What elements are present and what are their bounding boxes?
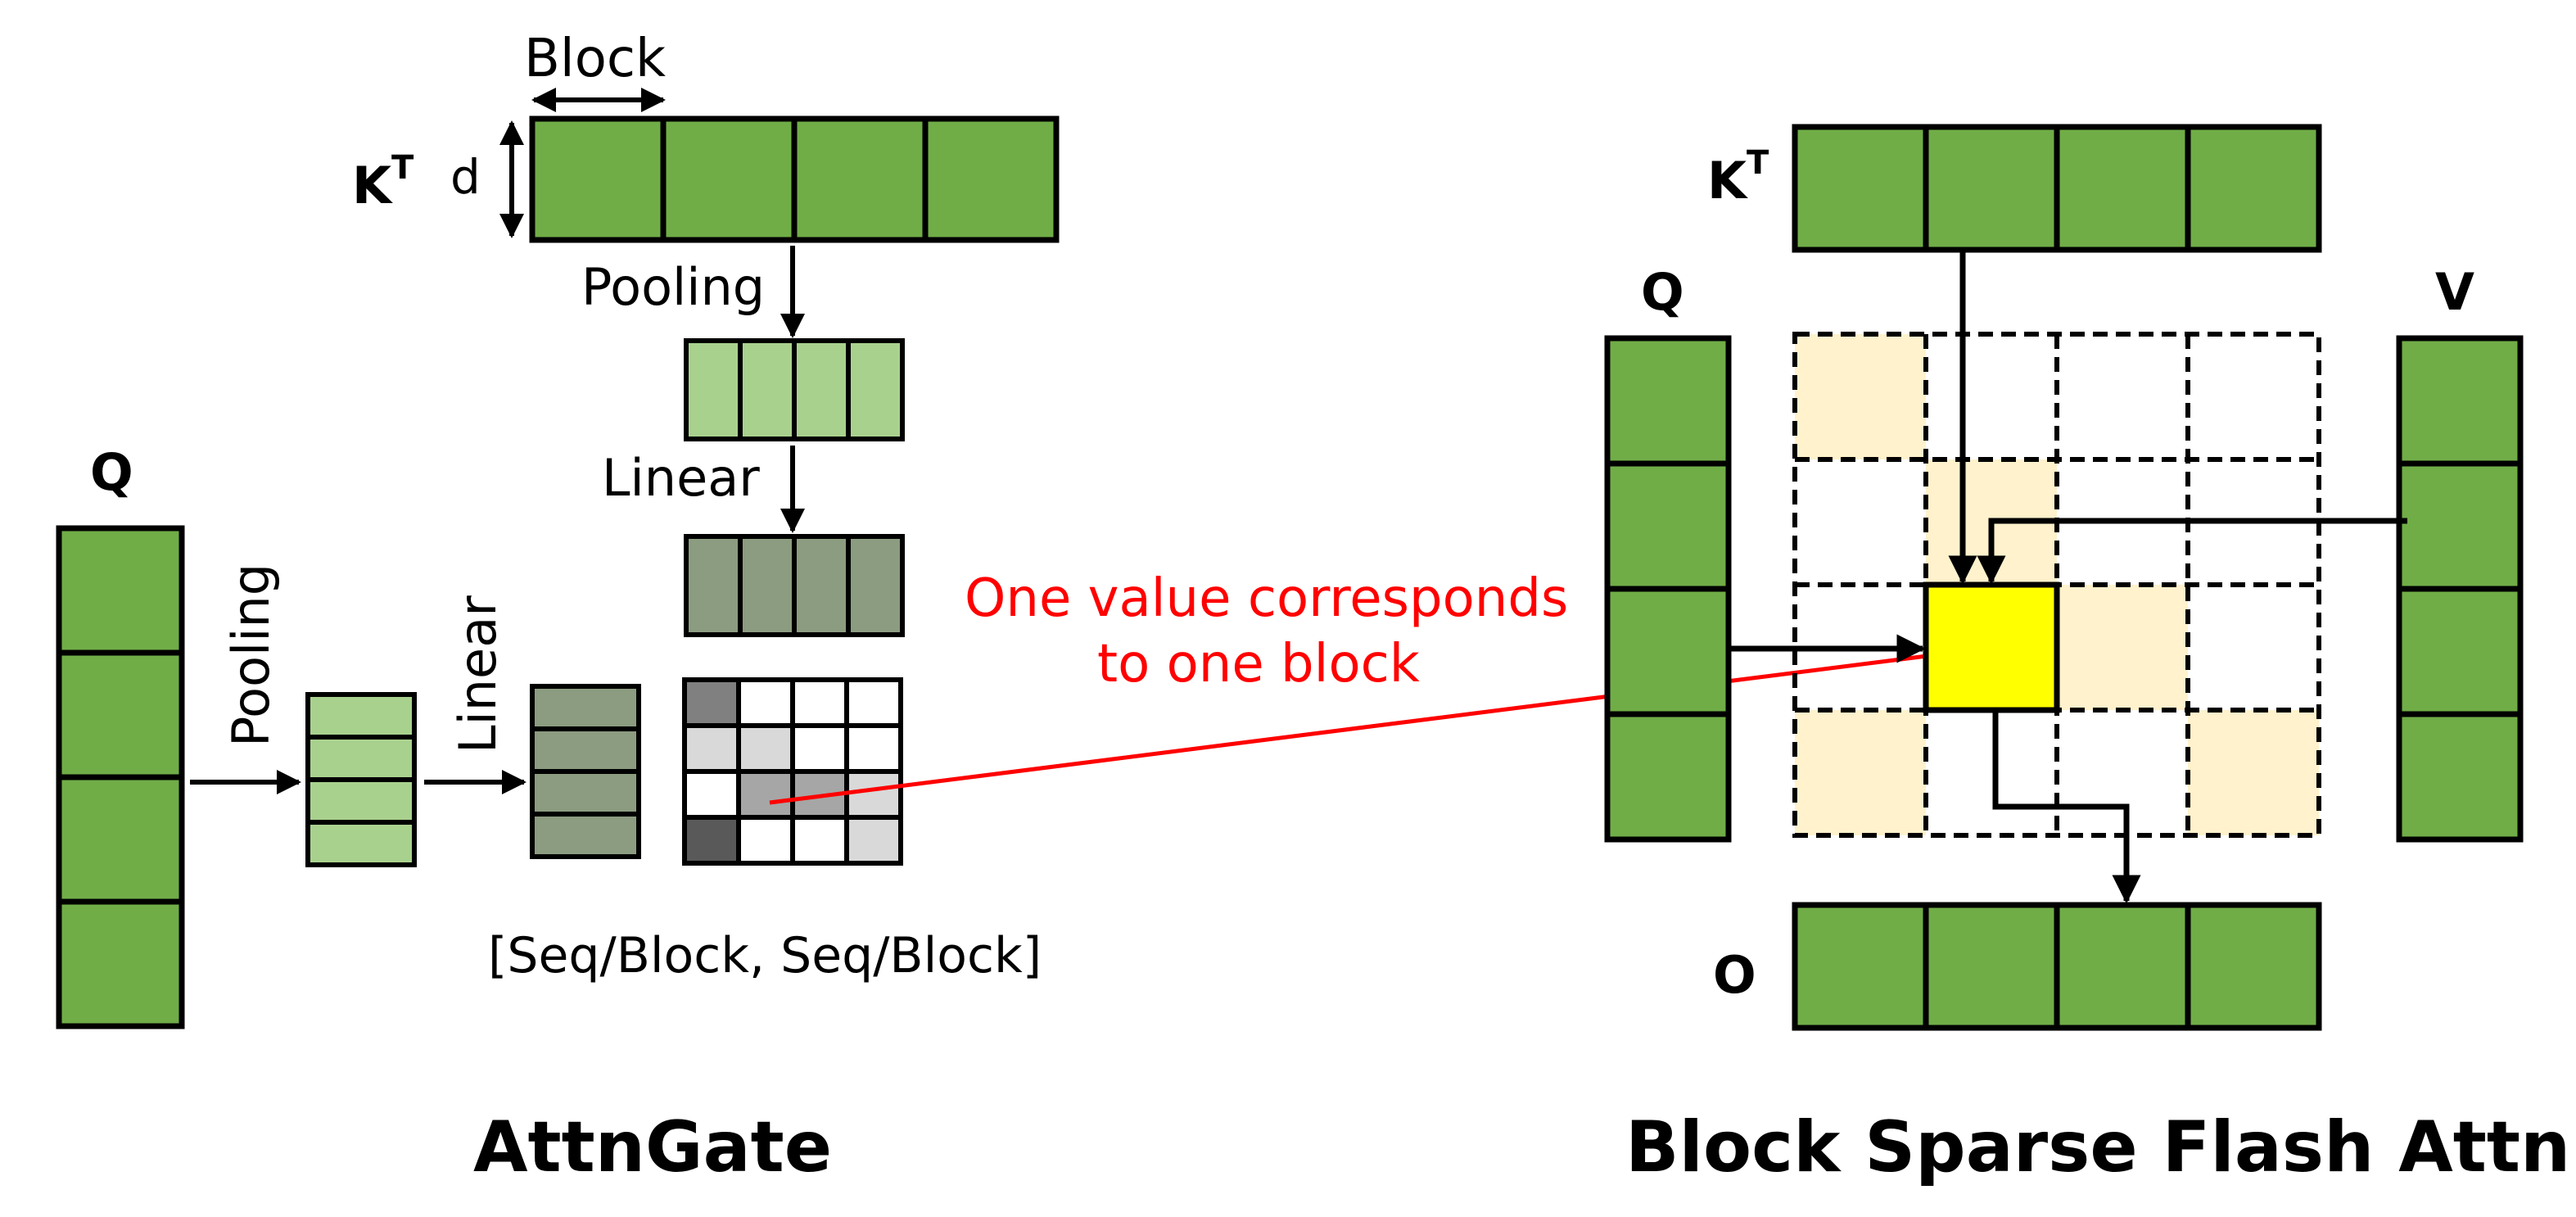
o-matrix [1792, 902, 2322, 1031]
pooling-q-label: Pooling [221, 563, 281, 747]
kt-pooled [684, 338, 905, 441]
q-left-label: Q [90, 442, 133, 502]
v-to-block-arrow [1977, 518, 2407, 585]
kt-right-superscript: T [1747, 144, 1769, 182]
annotation-line-1: One value corresponds [965, 568, 1568, 629]
q-left-matrix [56, 525, 185, 1029]
block-sparse-panel: K T Q V [1604, 124, 2570, 1188]
q-linear [530, 684, 641, 859]
block-correspondence-annotation: One value corresponds to one block [769, 568, 2000, 805]
kt-right-matrix [1792, 124, 2322, 253]
attngate-panel: K T d Block Pooling Linear Q [56, 29, 1060, 1188]
kt-left-superscript: T [391, 149, 414, 187]
q-pooled [305, 692, 417, 867]
v-matrix [2396, 335, 2524, 843]
q-right-label: Q [1641, 262, 1684, 322]
block-sparse-title: Block Sparse Flash Attn [1625, 1106, 2570, 1188]
correspondence-arrow [769, 639, 2000, 805]
flow-arrows [1729, 250, 2407, 904]
linear-q-label: Linear [448, 595, 508, 753]
annotation-line-2: to one block [1097, 634, 1420, 694]
gate-score-matrix [682, 677, 903, 866]
pooling-k-label: Pooling [581, 257, 765, 317]
block-label: Block [524, 29, 666, 89]
attngate-title: AttnGate [473, 1106, 832, 1188]
kt-left-label: K [352, 156, 393, 215]
kt-right-label: K [1707, 151, 1748, 210]
block-to-o-arrow [1992, 710, 2141, 904]
sparse-attention-grid [1792, 332, 2321, 838]
shape-label: [Seq/Block, Seq/Block] [488, 927, 1042, 984]
d-label: d [450, 149, 481, 205]
o-label: O [1713, 945, 1756, 1005]
kt-left-matrix [529, 115, 1060, 243]
kt-linear [684, 534, 905, 637]
highlighted-block [1923, 581, 2060, 713]
linear-k-label: Linear [602, 448, 760, 508]
v-label: V [2435, 262, 2474, 322]
q-right-matrix [1604, 335, 1732, 843]
